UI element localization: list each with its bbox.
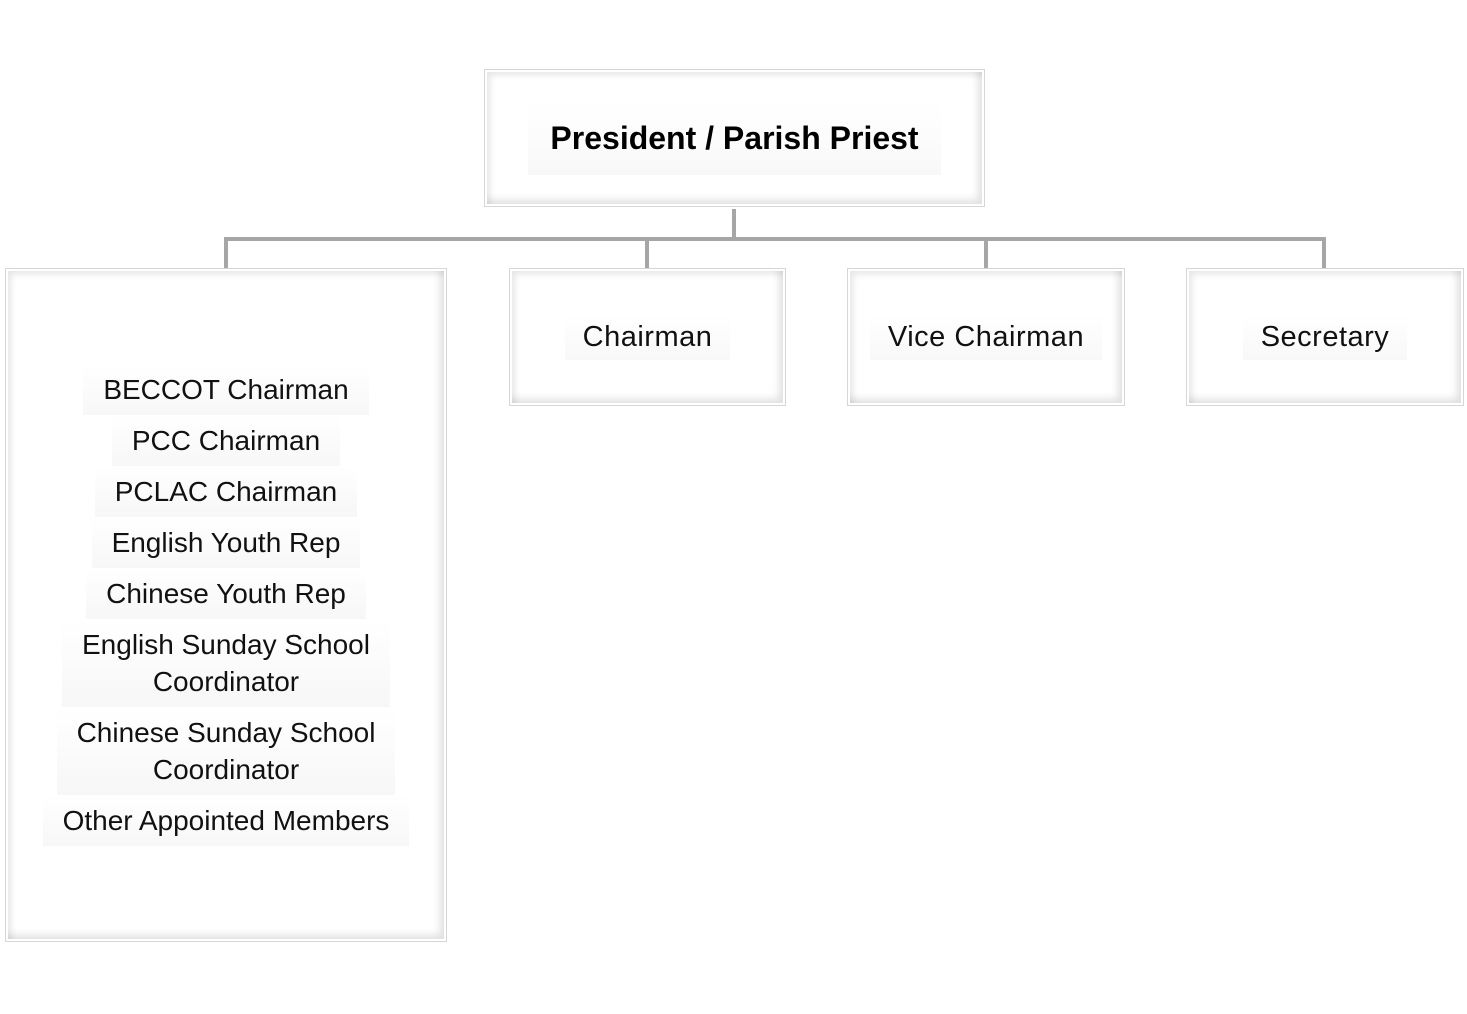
chairman-node: Chairman (509, 268, 786, 406)
member-item-chinese-sunday-school-coordinator: Chinese Sunday School Coordinator (56, 707, 396, 795)
members-node: BECCOT Chairman PCC Chairman PCLAC Chair… (5, 268, 447, 942)
chairman-label: Chairman (564, 314, 731, 360)
secretary-node: Secretary (1186, 268, 1464, 406)
vice-chairman-node: Vice Chairman (847, 268, 1125, 406)
president-node: President / Parish Priest (484, 69, 985, 207)
member-item-pclac-chairman: PCLAC Chairman (94, 466, 358, 517)
member-item-beccot-chairman: BECCOT Chairman (83, 364, 369, 415)
vice-chairman-label: Vice Chairman (869, 314, 1103, 360)
member-item-english-sunday-school-coordinator: English Sunday School Coordinator (62, 619, 390, 707)
member-item-chinese-youth-rep: Chinese Youth Rep (86, 568, 366, 619)
member-item-pcc-chairman: PCC Chairman (111, 415, 341, 466)
member-item-english-youth-rep: English Youth Rep (91, 517, 361, 568)
president-label: President / Parish Priest (528, 101, 941, 175)
member-item-other-appointed-members: Other Appointed Members (42, 795, 410, 846)
secretary-label: Secretary (1242, 314, 1408, 360)
member-list: BECCOT Chairman PCC Chairman PCLAC Chair… (42, 364, 410, 846)
